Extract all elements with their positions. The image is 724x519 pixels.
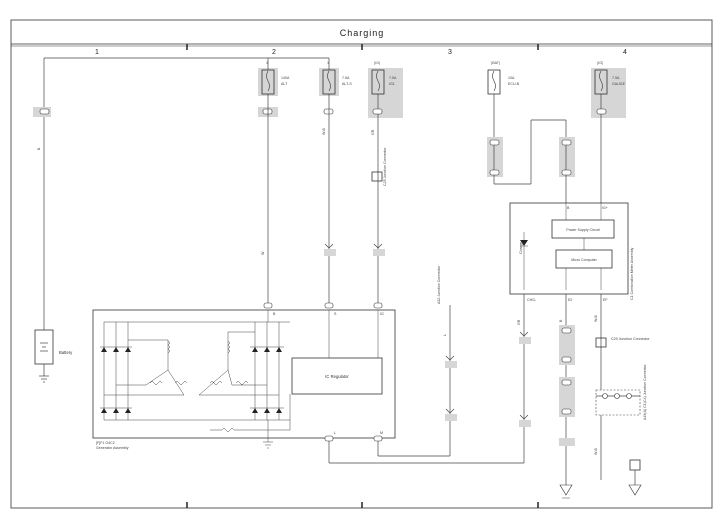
e2-wire-color: B	[559, 319, 563, 322]
ground-symbol-ef	[628, 484, 642, 496]
svg-text:10A: 10A	[508, 76, 515, 80]
svg-text:7.5A: 7.5A	[389, 76, 397, 80]
diagram-title: Charging	[340, 28, 385, 38]
svg-text:1: 1	[266, 61, 268, 65]
svg-text:CHG-: CHG-	[527, 298, 537, 302]
generator-assembly: [F]F1 G4C2 Generator Assembly B S IG L M…	[92, 302, 396, 450]
svg-text:EF: EF	[603, 298, 608, 302]
battery-circuit: B Battery	[33, 57, 268, 383]
ic-regulator-label: IC Regulator	[325, 374, 349, 379]
combination-meter: C1 Combination Meter Assembly B IG+ Powe…	[509, 202, 634, 302]
column-label-2: 2	[272, 49, 276, 56]
svg-text:(BAT): (BAT)	[491, 61, 500, 65]
battery-wire-color: B	[37, 147, 41, 150]
generator-label: Generator Assembly	[96, 446, 129, 450]
svg-text:(IG): (IG)	[374, 61, 380, 65]
svg-text:A49(A) C1(C4) Junction Connect: A49(A) C1(C4) Junction Connector	[643, 363, 647, 420]
svg-text:IG+: IG+	[602, 206, 608, 210]
svg-text:B: B	[567, 206, 570, 210]
gnd-wire-color: W-B	[594, 447, 598, 455]
l-wire-color: L	[443, 334, 447, 336]
battery-label: Battery	[59, 350, 73, 355]
power-supply-circuit	[551, 219, 615, 239]
fuse-alt-s: 1 7.5A ALT-S	[319, 61, 352, 96]
junction-block	[595, 389, 641, 416]
svg-text:Power Supply Circuit: Power Supply Circuit	[566, 228, 599, 232]
svg-text:ALT: ALT	[281, 82, 288, 86]
ic-regulator	[291, 357, 383, 395]
fuse-ecu-b: (BAT) 10A ECU-B	[487, 61, 520, 95]
fuse-gauge: (IG) 7.5A GAUGE	[591, 61, 626, 118]
svg-text:C29 Junction Connector: C29 Junction Connector	[611, 337, 650, 341]
svg-text:(IG): (IG)	[597, 61, 603, 65]
svg-text:IG1: IG1	[389, 82, 395, 86]
svg-text:GAUGE: GAUGE	[612, 82, 626, 86]
svg-text:1: 1	[327, 61, 329, 65]
meter-label: C1 Combination Meter Assembly	[630, 247, 634, 300]
svg-text:ECU-B: ECU-B	[508, 82, 520, 86]
svg-text:A32 Junction Connector: A32 Junction Connector	[437, 265, 441, 304]
svg-text:140A: 140A	[281, 76, 290, 80]
generator-code: [F]F1 G4C2	[96, 441, 115, 445]
warning-lamp-label: Charge	[519, 242, 523, 254]
ef-wire-color: W-B	[594, 314, 598, 322]
svg-text:E2: E2	[568, 298, 572, 302]
column-label-3: 3	[448, 49, 452, 56]
ig-wire-color: GR	[371, 129, 375, 135]
fuse-alt: 1 140A ALT	[258, 61, 290, 96]
svg-text:ALT-S: ALT-S	[342, 82, 352, 86]
ground-symbol-e2	[559, 484, 573, 496]
column-label-4: 4	[623, 49, 627, 56]
svg-text:M: M	[380, 431, 383, 435]
column-label-1: 1	[95, 49, 99, 56]
svg-text:S: S	[334, 312, 337, 316]
svg-text:L: L	[334, 431, 336, 435]
svg-text:IG: IG	[380, 312, 384, 316]
svg-text:B: B	[273, 312, 276, 316]
svg-text:7.5A: 7.5A	[612, 76, 620, 80]
svg-text:C25 Junction Connector: C25 Junction Connector	[383, 147, 387, 186]
fuse-ig1: (IG) 7.5A IG1	[368, 61, 403, 118]
chg-wire-color: GR	[517, 319, 521, 325]
alts-wire-color: W-B	[322, 127, 326, 135]
svg-text:7.5A: 7.5A	[342, 76, 350, 80]
svg-text:Micro Computer: Micro Computer	[571, 258, 597, 262]
alt-wire-color: W	[261, 251, 265, 255]
